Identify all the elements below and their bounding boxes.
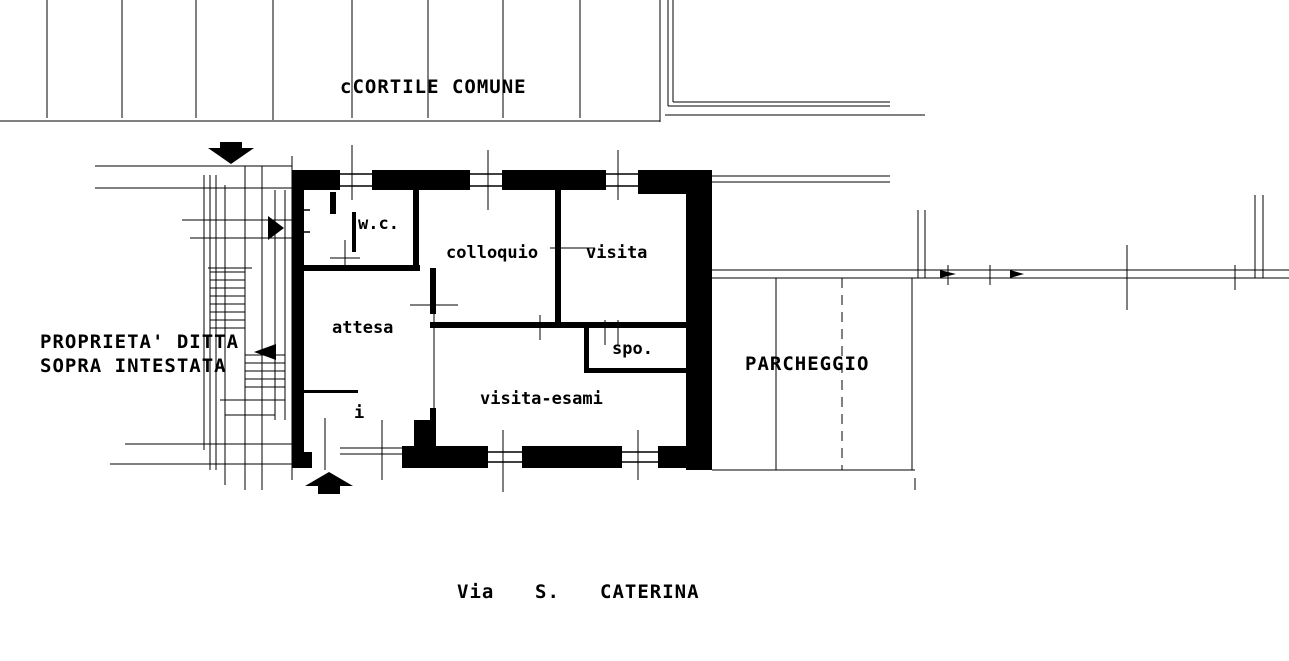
side-arrow-icon — [268, 216, 284, 240]
label-wc: w.c. — [358, 214, 399, 234]
label-cortile-comune: cCORTILE COMUNE — [340, 76, 527, 98]
walls — [292, 170, 712, 470]
text-labels: cCORTILE COMUNE w.c. colloquio visita at… — [40, 76, 869, 603]
label-s: S. — [535, 581, 560, 603]
parking-marker-icon-2 — [1010, 270, 1024, 278]
label-visita: visita — [586, 243, 647, 263]
stair-steps — [210, 271, 285, 388]
stair-arrow-icon — [254, 344, 276, 360]
label-caterina: CATERINA — [600, 581, 700, 603]
label-i: i — [354, 403, 364, 423]
entrance-arrow-top-stem — [220, 142, 242, 150]
window-symbols — [296, 173, 658, 463]
label-parcheggio: PARCHEGGIO — [745, 353, 869, 375]
entrance-arrow-bottom-icon — [305, 472, 353, 486]
label-attesa: attesa — [332, 318, 393, 338]
label-visita-esami: visita-esami — [480, 389, 603, 409]
label-proprieta-line1: PROPRIETA' DITTA — [40, 331, 239, 353]
thin-lines — [0, 0, 1289, 492]
label-via: Via — [457, 581, 494, 603]
entrance-arrow-bottom-stem — [318, 484, 340, 494]
parking-marker-icon — [940, 270, 956, 278]
label-spo: spo. — [612, 339, 653, 359]
arrow-icons — [208, 142, 1024, 494]
label-proprieta-line2: SOPRA INTESTATA — [40, 355, 227, 377]
label-colloquio: colloquio — [446, 243, 538, 263]
entrance-arrow-top-icon — [208, 148, 254, 164]
